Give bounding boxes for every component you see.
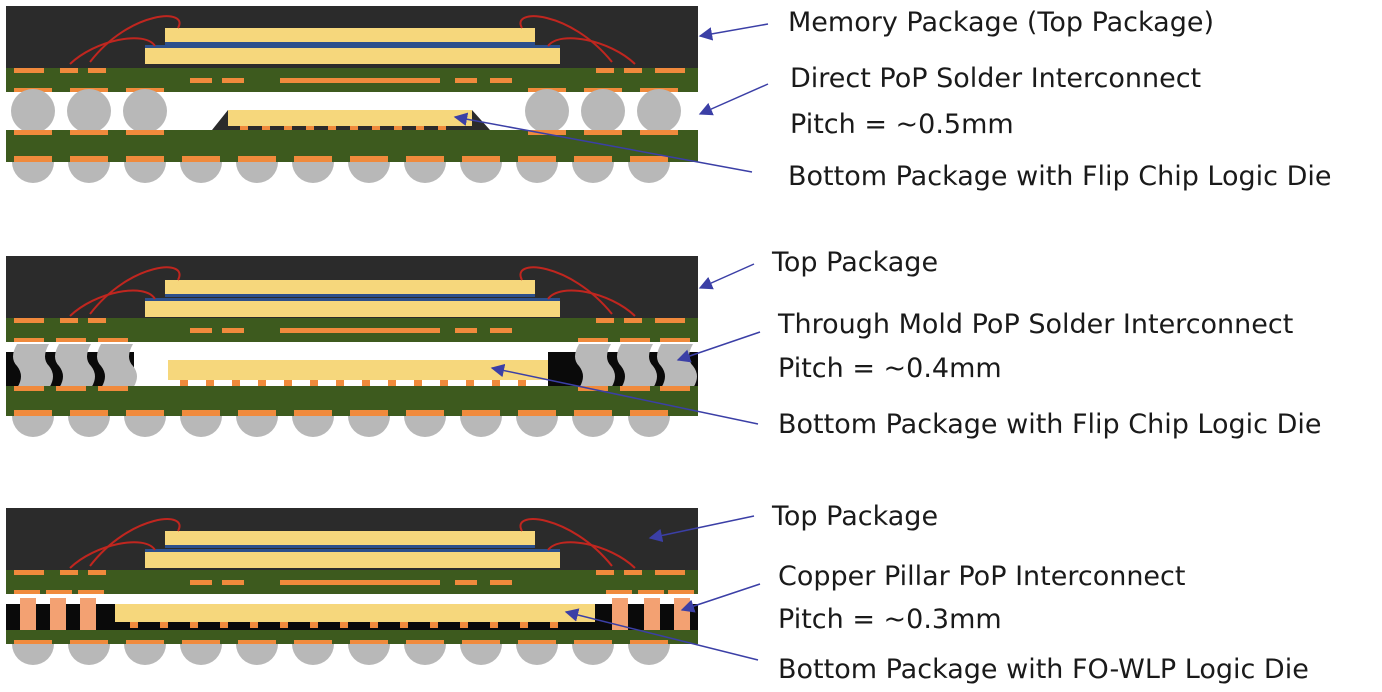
memory-die-upper: [165, 531, 535, 546]
panel-copper-pillar-pop: [6, 508, 761, 665]
wire-bonds: [69, 518, 636, 569]
label-interconnect: Copper Pillar PoP Interconnect: [778, 561, 1186, 592]
label-interconnect: Direct PoP Solder Interconnect: [790, 63, 1202, 94]
panel-direct-pop: [6, 6, 769, 183]
wire-bonds: [69, 15, 636, 65]
die-attach-lower: [145, 298, 560, 301]
wire-bonds: [69, 266, 636, 317]
memory-die-lower: [145, 46, 560, 64]
callout-arrows: [490, 263, 761, 425]
memory-die-lower: [145, 299, 560, 317]
die-attach-upper: [165, 294, 535, 297]
panel-through-mold-pop: [6, 256, 761, 437]
label-interconnect: Through Mold PoP Solder Interconnect: [778, 309, 1294, 340]
memory-die-upper: [165, 280, 535, 295]
bottom-substrate-pads: [14, 130, 678, 162]
bga-balls: [12, 416, 670, 437]
label-pitch: Pitch = ~0.3mm: [778, 604, 1002, 635]
bga-balls: [12, 162, 670, 183]
top-substrate-pads: [14, 570, 694, 594]
label-pitch: Pitch = ~0.5mm: [790, 109, 1014, 140]
die-attach-upper: [165, 42, 535, 45]
flip-chip-logic-die: [228, 110, 472, 126]
die-attach-upper: [165, 545, 535, 548]
flip-chip-bumps: [240, 126, 446, 132]
memory-die-upper: [165, 28, 535, 43]
callout-arrows: [453, 23, 769, 173]
label-bottom-package: Bottom Package with Flip Chip Logic Die: [788, 161, 1332, 192]
die-attach-lower: [145, 45, 560, 48]
bottom-substrate-pads: [14, 386, 690, 416]
memory-die-lower: [145, 550, 560, 568]
rdl-bumps: [130, 622, 558, 628]
label-pitch: Pitch = ~0.4mm: [778, 353, 1002, 384]
bottom-substrate-pads: [14, 640, 668, 644]
label-bottom-package: Bottom Package with Flip Chip Logic Die: [778, 409, 1322, 440]
callout-arrows: [564, 515, 761, 661]
flip-chip-logic-die: [168, 360, 548, 380]
label-top-package: Top Package: [772, 501, 939, 532]
pop-solder-balls: [11, 89, 681, 133]
label-top-package: Top Package: [772, 247, 939, 278]
flip-chip-bumps: [180, 380, 526, 386]
label-bottom-package: Bottom Package with FO-WLP Logic Die: [778, 654, 1309, 685]
bga-balls: [12, 644, 670, 665]
fo-wlp-logic-die: [115, 604, 595, 622]
die-attach-lower: [145, 549, 560, 552]
label-top-package: Memory Package (Top Package): [788, 7, 1215, 38]
top-substrate-pads: [14, 318, 690, 342]
